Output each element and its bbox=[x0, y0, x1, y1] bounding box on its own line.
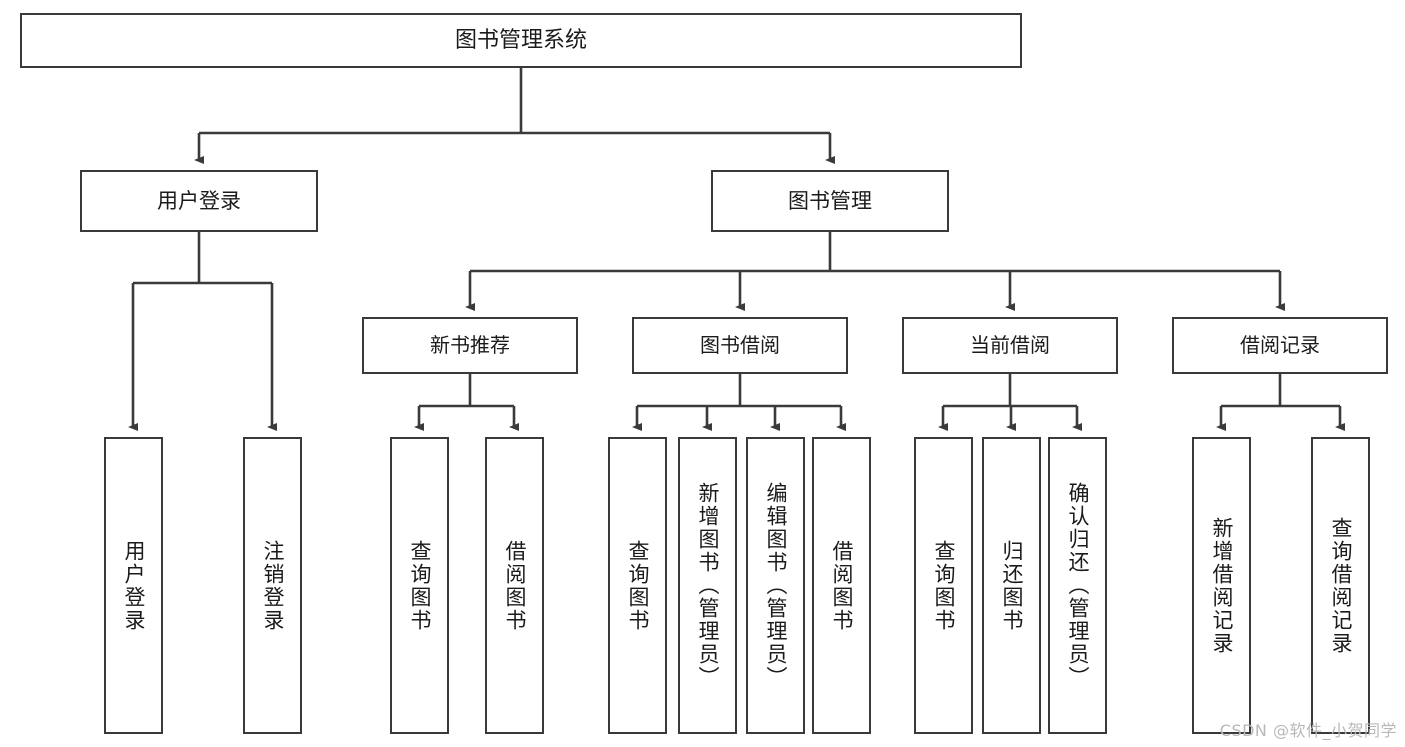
node-book-manage[interactable]: 图书管理 bbox=[711, 170, 949, 232]
node-book-borrow-label: 图书借阅 bbox=[700, 332, 780, 357]
node-leaf-borrow-book-2[interactable]: 借阅图书 bbox=[812, 437, 871, 734]
node-leaf-confirm-return-label: 确认归还（管理员） bbox=[1066, 482, 1090, 689]
node-leaf-logout-login[interactable]: 注销登录 bbox=[243, 437, 302, 734]
node-leaf-query-record[interactable]: 查询借阅记录 bbox=[1311, 437, 1370, 734]
node-book-borrow[interactable]: 图书借阅 bbox=[632, 317, 848, 374]
node-new-book-recommend[interactable]: 新书推荐 bbox=[362, 317, 578, 374]
node-book-manage-label: 图书管理 bbox=[788, 188, 872, 213]
node-current-borrow[interactable]: 当前借阅 bbox=[902, 317, 1118, 374]
node-leaf-edit-book[interactable]: 编辑图书（管理员） bbox=[746, 437, 805, 734]
node-current-borrow-label: 当前借阅 bbox=[970, 332, 1050, 357]
node-leaf-borrow-book-2-label: 借阅图书 bbox=[830, 539, 854, 632]
node-leaf-add-record-label: 新增借阅记录 bbox=[1210, 516, 1234, 655]
node-root[interactable]: 图书管理系统 bbox=[20, 13, 1022, 68]
node-leaf-query-book-2[interactable]: 查询图书 bbox=[608, 437, 667, 734]
node-root-label: 图书管理系统 bbox=[454, 27, 587, 53]
node-leaf-query-book-1-label: 查询图书 bbox=[408, 539, 432, 632]
node-leaf-return-book-label: 归还图书 bbox=[1000, 539, 1024, 632]
node-new-book-recommend-label: 新书推荐 bbox=[430, 332, 510, 357]
node-leaf-borrow-book-1[interactable]: 借阅图书 bbox=[485, 437, 544, 734]
node-leaf-confirm-return[interactable]: 确认归还（管理员） bbox=[1048, 437, 1107, 734]
node-borrow-record[interactable]: 借阅记录 bbox=[1172, 317, 1388, 374]
watermark-text: CSDN @软件_小贺同学 bbox=[1219, 721, 1397, 740]
node-leaf-add-record[interactable]: 新增借阅记录 bbox=[1192, 437, 1251, 734]
node-leaf-add-book[interactable]: 新增图书（管理员） bbox=[678, 437, 737, 734]
node-leaf-return-book[interactable]: 归还图书 bbox=[982, 437, 1041, 734]
node-leaf-user-login-label: 用户登录 bbox=[122, 539, 146, 632]
node-leaf-query-book-3-label: 查询图书 bbox=[932, 539, 956, 632]
node-user-login[interactable]: 用户登录 bbox=[80, 170, 318, 232]
node-borrow-record-label: 借阅记录 bbox=[1240, 332, 1320, 357]
node-leaf-query-book-3[interactable]: 查询图书 bbox=[914, 437, 973, 734]
node-leaf-logout-login-label: 注销登录 bbox=[261, 539, 285, 632]
node-leaf-edit-book-label: 编辑图书（管理员） bbox=[764, 482, 788, 689]
node-leaf-query-book-2-label: 查询图书 bbox=[626, 539, 650, 632]
node-leaf-add-book-label: 新增图书（管理员） bbox=[696, 482, 720, 689]
node-leaf-query-book-1[interactable]: 查询图书 bbox=[390, 437, 449, 734]
node-leaf-borrow-book-1-label: 借阅图书 bbox=[503, 539, 527, 632]
node-leaf-query-record-label: 查询借阅记录 bbox=[1329, 516, 1353, 655]
node-leaf-user-login[interactable]: 用户登录 bbox=[104, 437, 163, 734]
node-user-login-label: 用户登录 bbox=[157, 188, 241, 213]
